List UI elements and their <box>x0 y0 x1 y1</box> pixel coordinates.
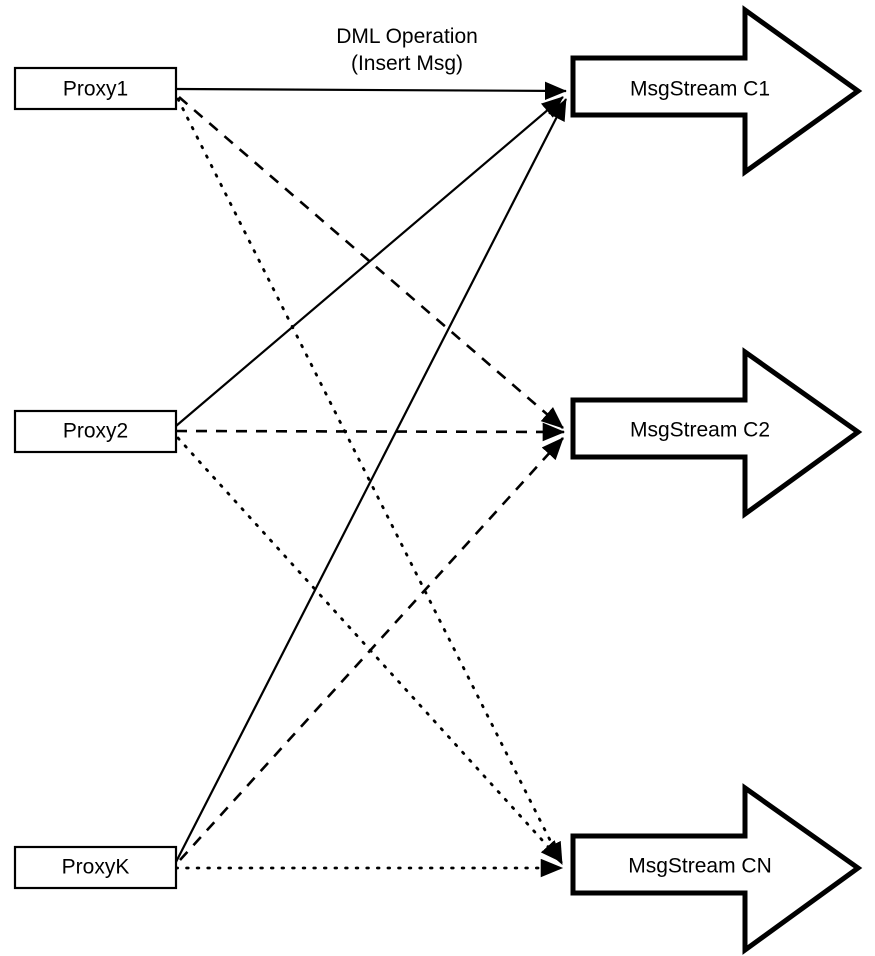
proxy-box-proxyk[interactable] <box>13 845 178 890</box>
edge-annotation-subtitle: (Insert Msg) <box>351 52 463 75</box>
links-layer <box>174 81 567 878</box>
proxy-node-proxy1[interactable]: Proxy1 <box>13 66 178 111</box>
proxy-box-proxy1[interactable] <box>13 66 178 111</box>
proxy-node-proxy2[interactable]: Proxy2 <box>13 409 178 454</box>
proxy-nodes-layer: Proxy1 Proxy2 ProxyK <box>13 66 178 890</box>
link-proxy2-to-stream-c1 <box>175 96 564 427</box>
stream-node-c2[interactable]: MsgStream C2 <box>570 347 863 519</box>
link-proxy1-to-stream-c1 <box>175 81 567 101</box>
proxy-label-proxyk: ProxyK <box>62 856 130 879</box>
proxy-node-proxyk[interactable]: ProxyK <box>13 845 178 890</box>
edge-annotation-group: DML Operation (Insert Msg) <box>336 25 478 75</box>
stream-arrow-shape-cn[interactable] <box>570 783 863 955</box>
stream-arrow-shape-c1[interactable] <box>570 5 863 177</box>
link-proxy2-to-stream-c2 <box>175 422 566 442</box>
proxy-label-proxy2: Proxy2 <box>63 420 128 443</box>
edge-annotation-title: DML Operation <box>336 25 478 48</box>
stream-label-c2: MsgStream C2 <box>630 419 770 442</box>
proxy-box-proxy2[interactable] <box>13 409 178 454</box>
stream-arrow-shape-c2[interactable] <box>570 347 863 519</box>
stream-label-c1: MsgStream C1 <box>630 78 770 101</box>
link-proxyk-to-stream-c1 <box>175 98 567 863</box>
proxy-label-proxy1: Proxy1 <box>63 78 128 101</box>
stream-label-cn: MsgStream CN <box>628 855 772 878</box>
stream-node-cn[interactable]: MsgStream CN <box>570 783 863 955</box>
stream-nodes-layer: MsgStream C1 MsgStream C2 MsgStream CN <box>570 5 863 955</box>
stream-node-c1[interactable]: MsgStream C1 <box>570 5 863 177</box>
link-proxy1-to-stream-c2 <box>178 96 564 429</box>
link-proxyk-to-stream-c2 <box>179 437 564 861</box>
